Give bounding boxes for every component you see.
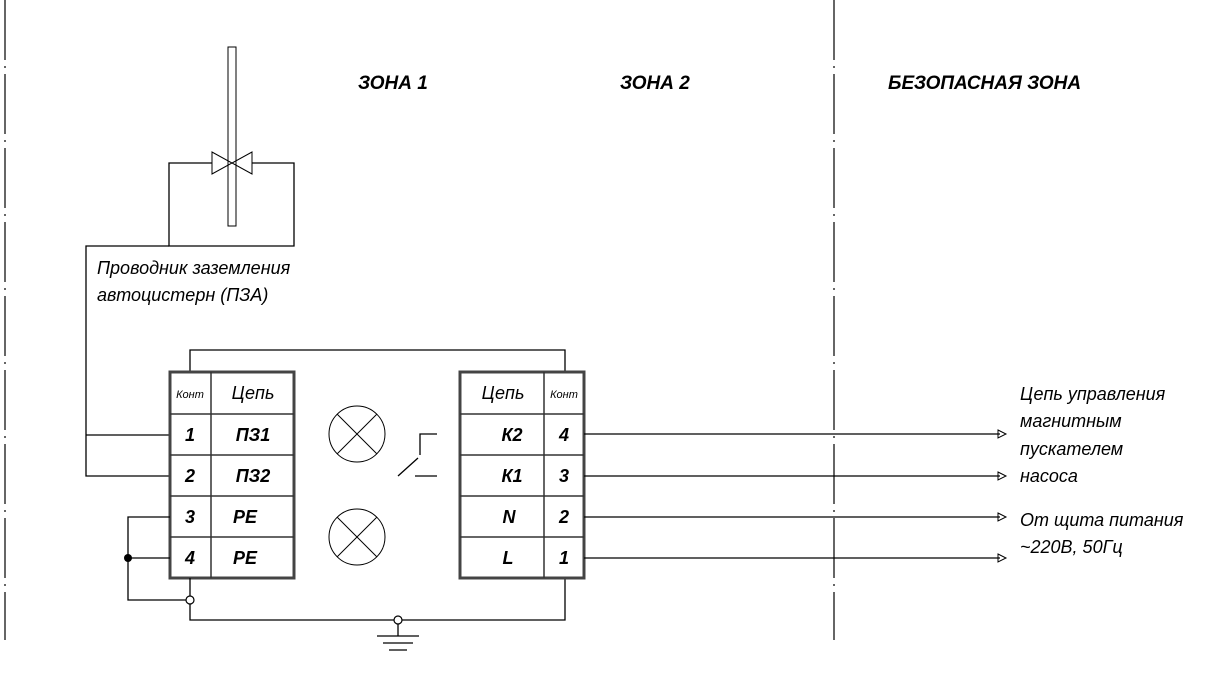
left-cont-2: 2 — [184, 466, 195, 486]
control-note-line2: магнитным — [1020, 411, 1122, 431]
ground-icon — [377, 615, 419, 651]
terminal-node — [185, 595, 195, 605]
control-note-line1: Цепь управления — [1020, 384, 1166, 404]
right-cont-1: 4 — [558, 425, 569, 445]
right-cont-4: 1 — [559, 548, 569, 568]
wire-pz2 — [85, 245, 170, 477]
left-cont-3: 3 — [185, 507, 195, 527]
pipe — [227, 46, 237, 227]
valve-right-icon — [230, 151, 253, 175]
arrow-k1-icon — [997, 471, 1008, 481]
arrow-n-icon — [997, 512, 1008, 522]
right-header-circuit: Цепь — [482, 383, 525, 403]
left-header-cont: Конт — [176, 389, 204, 401]
power-note-line2: ~220В, 50Гц — [1020, 537, 1123, 557]
valve-left-icon — [211, 151, 234, 175]
lamp-upper-icon — [328, 405, 386, 463]
power-note-line1: От щита питания — [1020, 510, 1184, 530]
junction-node — [124, 554, 132, 562]
ground-bus — [189, 578, 566, 621]
right-circuit-1: К2 — [501, 425, 522, 445]
left-cont-1: 1 — [185, 425, 195, 445]
grounding-note-line1: Проводник заземления — [97, 258, 291, 278]
left-circuit-2: ПЗ2 — [236, 466, 271, 486]
safe-zone-title: БЕЗОПАСНАЯ ЗОНА — [888, 73, 1081, 94]
output-wires — [584, 429, 1008, 563]
right-circuit-4: L — [503, 548, 514, 568]
left-circuit-4: PE — [233, 548, 258, 568]
bridge-wire — [189, 349, 566, 372]
left-cont-4: 4 — [184, 548, 195, 568]
control-note-line4: насоса — [1020, 466, 1078, 486]
lamp-lower-icon — [328, 508, 386, 566]
relay-contact-icon — [397, 433, 437, 477]
arrow-l-icon — [997, 553, 1008, 563]
grounding-loop-wire — [168, 162, 295, 247]
left-circuit-3: PE — [233, 507, 258, 527]
zone1-title: ЗОНА 1 — [358, 73, 428, 94]
arrow-k2-icon — [997, 429, 1008, 439]
right-cont-3: 2 — [558, 507, 569, 527]
zone2-title: ЗОНА 2 — [620, 73, 690, 94]
left-terminal-block: Конт Цепь 1 ПЗ1 2 ПЗ2 3 PE 4 PE — [168, 370, 296, 580]
right-circuit-3: N — [503, 507, 517, 527]
right-header-cont: Конт — [550, 389, 578, 401]
tank-grounding-conductor — [168, 46, 295, 247]
control-note-line3: пускателем — [1020, 439, 1123, 459]
grounding-note-line2: автоцистерн (ПЗА) — [97, 285, 268, 305]
left-header-circuit: Цепь — [232, 383, 275, 403]
right-terminal-block: Цепь Конт К2 4 К1 3 N 2 L 1 — [458, 370, 586, 580]
right-circuit-2: К1 — [501, 466, 522, 486]
left-circuit-1: ПЗ1 — [236, 425, 271, 445]
right-cont-2: 3 — [559, 466, 569, 486]
